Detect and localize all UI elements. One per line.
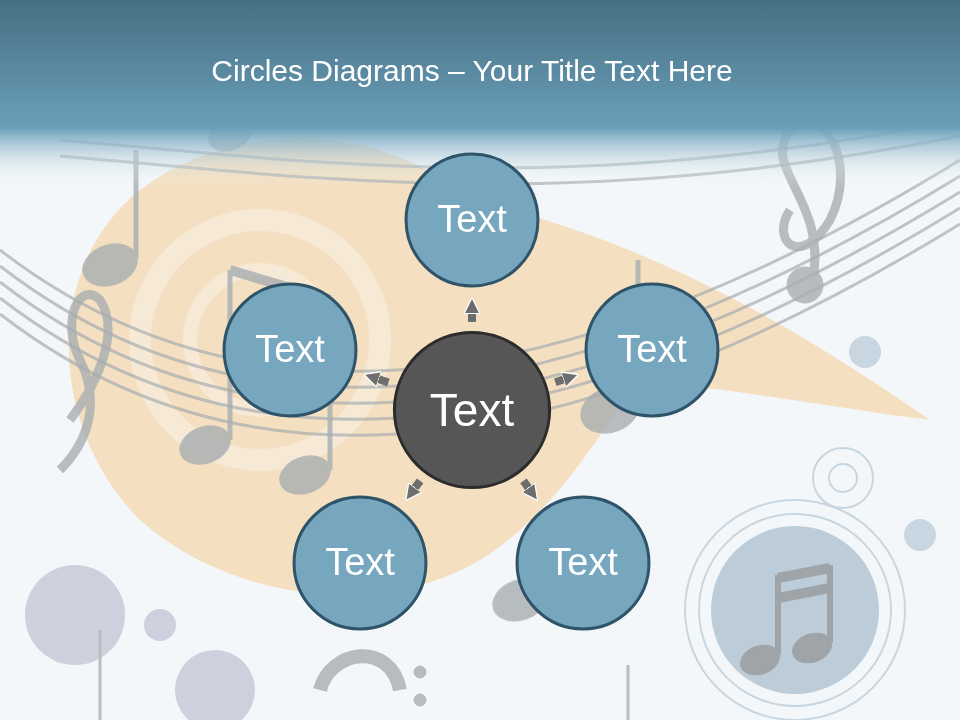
slide-title: Circles Diagrams – Your Title Text Here: [0, 54, 944, 88]
circle-shape: [586, 284, 718, 416]
outer-circle: Text: [515, 495, 651, 631]
title-bar: [0, 0, 960, 128]
circle-shape: [394, 332, 549, 487]
outer-circle: Text: [292, 495, 428, 631]
node-label: Text: [255, 329, 325, 371]
arrow-connector: [468, 312, 476, 322]
arrow-connector: [523, 481, 529, 489]
staff-lines: [0, 120, 960, 435]
arrow-connector: [377, 379, 388, 383]
arrow-connector: [555, 379, 564, 382]
node-label: Text: [617, 329, 687, 371]
center-circle: Text: [392, 330, 552, 490]
node-label: Text: [325, 542, 395, 584]
circle-shape: [294, 497, 426, 629]
circle-shape: [224, 284, 356, 416]
node-label: Text: [430, 385, 514, 436]
circle-shape: [406, 154, 538, 286]
node-label: Text: [548, 542, 618, 584]
outer-circle: Text: [222, 282, 358, 418]
outer-circle: Text: [404, 152, 540, 288]
decor-circles: [25, 336, 936, 720]
circle-shape: [517, 497, 649, 629]
title-text: Circles Diagrams – Your Title Text Here: [211, 54, 732, 87]
node-label: Text: [437, 199, 507, 241]
outer-circle: Text: [584, 282, 720, 418]
arrow-connector: [414, 481, 420, 489]
